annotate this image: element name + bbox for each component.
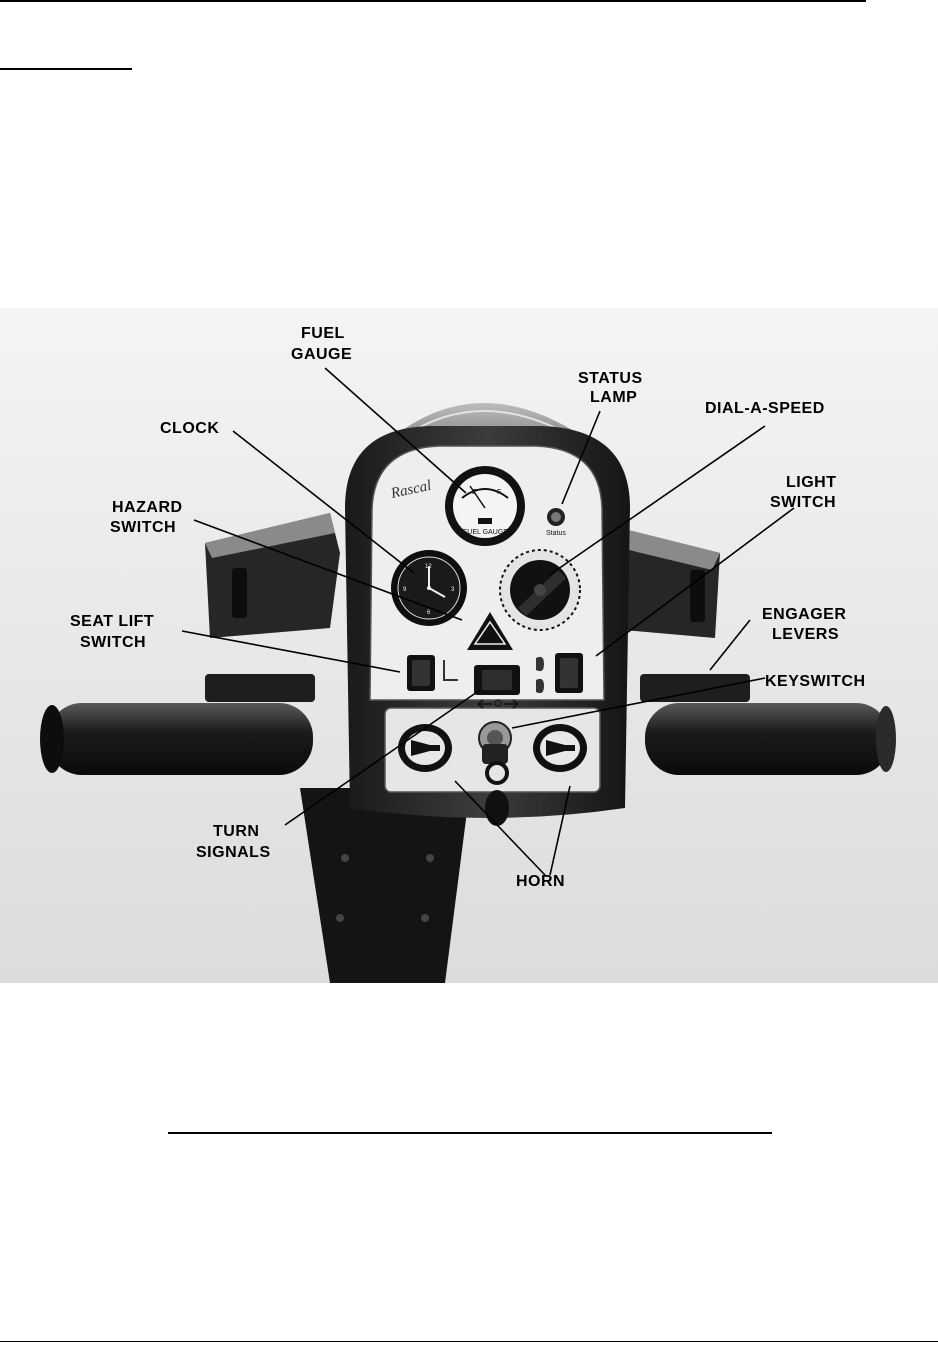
footer-rule bbox=[0, 1341, 938, 1342]
label-fuel-gauge-line1: FUEL bbox=[301, 325, 345, 342]
label-fuel-gauge-line2: GAUGE bbox=[291, 346, 352, 363]
status-lamp-caption: Status bbox=[546, 530, 566, 537]
label-dial-a-speed: DIAL-A-SPEED bbox=[705, 400, 825, 417]
left-horn-button[interactable] bbox=[398, 724, 452, 772]
label-engager-levers-line2: LEVERS bbox=[772, 626, 839, 643]
label-engager-levers-line1: ENGAGER bbox=[762, 606, 846, 623]
svg-text:E: E bbox=[472, 489, 477, 496]
clock: 12 3 6 9 bbox=[391, 550, 467, 626]
steering-column bbox=[300, 788, 470, 983]
right-horn-button[interactable] bbox=[533, 724, 587, 772]
section-heading-underline bbox=[0, 68, 132, 70]
svg-text:F: F bbox=[497, 489, 501, 496]
left-engager-lever bbox=[205, 674, 315, 702]
label-horn: HORN bbox=[516, 873, 565, 890]
label-turn-signals-line1: TURN bbox=[213, 823, 259, 840]
label-keyswitch: KEYSWITCH bbox=[765, 673, 866, 690]
label-status-lamp-line1: STATUS bbox=[578, 370, 643, 387]
control-panel-figure: Rascal E F FUEL GAUGE Status 12 3 6 9 bbox=[0, 308, 938, 983]
fuel-gauge: E F FUEL GAUGE bbox=[445, 466, 525, 546]
label-hazard-switch-line1: HAZARD bbox=[112, 499, 183, 516]
header-rule bbox=[0, 0, 866, 2]
right-engager-lever bbox=[640, 674, 750, 702]
svg-text:12: 12 bbox=[425, 564, 432, 570]
label-turn-signals-line2: SIGNALS bbox=[196, 844, 271, 861]
label-clock: CLOCK bbox=[160, 420, 219, 437]
caption-underline bbox=[168, 1132, 772, 1134]
label-status-lamp-line2: LAMP bbox=[590, 389, 637, 406]
fuel-gauge-caption: FUEL GAUGE bbox=[463, 529, 508, 536]
label-seat-lift-switch-line1: SEAT LIFT bbox=[70, 613, 154, 630]
label-hazard-switch-line2: SWITCH bbox=[110, 519, 176, 536]
label-light-switch-line2: SWITCH bbox=[770, 494, 836, 511]
label-light-switch-line1: LIGHT bbox=[786, 474, 837, 491]
label-seat-lift-switch-line2: SWITCH bbox=[80, 634, 146, 651]
right-handle-grip bbox=[645, 703, 890, 775]
left-handle-grip bbox=[48, 703, 313, 775]
